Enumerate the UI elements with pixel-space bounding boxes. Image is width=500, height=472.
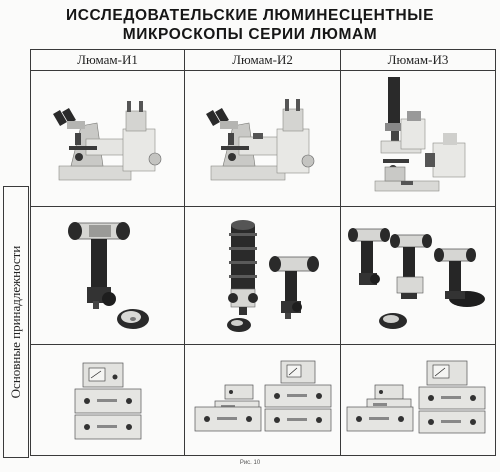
column-header-lyumam-i3: Люмам-И3	[387, 52, 449, 67]
figure-caption: Рис. 10	[239, 460, 261, 466]
document-title: ИССЛЕДОВАТЕЛЬСКИЕ ЛЮМИНЕСЦЕНТНЫЕ МИКРОСК…	[40, 6, 460, 44]
row2-bottom-border	[30, 344, 496, 345]
title-line-2: МИКРОСКОПЫ СЕРИИ ЛЮМАМ	[122, 26, 378, 43]
cell-illuminator-i1	[31, 207, 184, 344]
col2-right-border	[340, 49, 341, 456]
side-label-box: Основные принадлежности	[3, 186, 29, 458]
column-header-lyumam-i1: Люмам-И1	[77, 52, 138, 67]
title-line-1: ИССЛЕДОВАТЕЛЬСКИЕ ЛЮМИНЕСЦЕНТНЫЕ	[65, 7, 435, 24]
illuminator-i3-illustration	[348, 228, 485, 329]
cell-microscope-i1	[31, 71, 184, 206]
table-left-border	[30, 49, 31, 456]
cell-microscope-i3	[341, 71, 495, 206]
microscope-i3-illustration	[374, 77, 466, 192]
table-right-border	[495, 49, 496, 456]
cell-illuminator-i3	[341, 207, 495, 344]
column-header-lyumam-i2: Люмам-И2	[232, 52, 293, 67]
power-supply-i2-illustration	[194, 360, 332, 432]
table-bottom-border	[30, 455, 496, 456]
illuminator-i1-illustration	[68, 222, 149, 329]
table-top-border	[30, 49, 496, 50]
side-label-accessories: Основные принадлежности	[8, 245, 23, 399]
power-supply-i1-illustration	[74, 362, 142, 440]
microscope-i2-illustration	[206, 99, 315, 181]
illuminator-i2-illustration	[227, 220, 319, 332]
cell-illuminator-i2	[185, 207, 340, 344]
microscope-i1-illustration	[53, 101, 162, 181]
cell-power-supply-i1	[31, 345, 184, 455]
cell-power-supply-i3	[341, 345, 495, 455]
row1-bottom-border	[30, 206, 496, 207]
cell-microscope-i2	[185, 71, 340, 206]
col1-right-border	[184, 49, 185, 456]
header-bottom-border	[30, 70, 496, 71]
power-supply-i3-illustration	[346, 360, 486, 434]
cell-power-supply-i2	[185, 345, 340, 455]
